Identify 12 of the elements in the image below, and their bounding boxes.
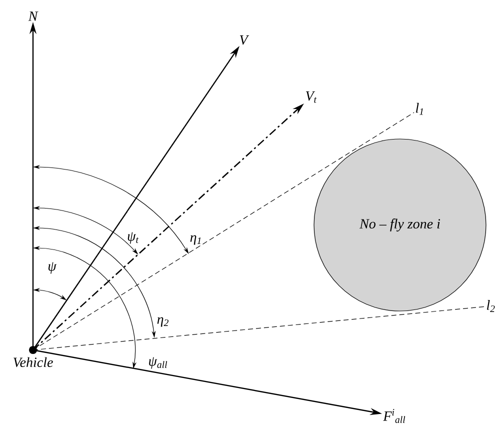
vector-label: N bbox=[28, 12, 38, 21]
vehicle-label: Vehicle bbox=[14, 357, 53, 368]
vector-label: l$_{2}$ bbox=[486, 300, 495, 312]
angle-label: ψ$_{all}$ bbox=[149, 357, 168, 369]
angle-label: η$_{1}$ bbox=[190, 235, 201, 245]
vector-label: l$_{1}$ bbox=[416, 102, 423, 115]
vector-label: V$_{t}$ bbox=[306, 91, 317, 103]
angle-label: ψ$_{t}$ bbox=[128, 232, 139, 244]
vector-label: V bbox=[240, 35, 250, 45]
vector-label: F$^{i}$all bbox=[383, 409, 406, 423]
angle-label: ψ bbox=[48, 262, 57, 274]
angle-label: η$_{2}$ bbox=[157, 317, 168, 327]
